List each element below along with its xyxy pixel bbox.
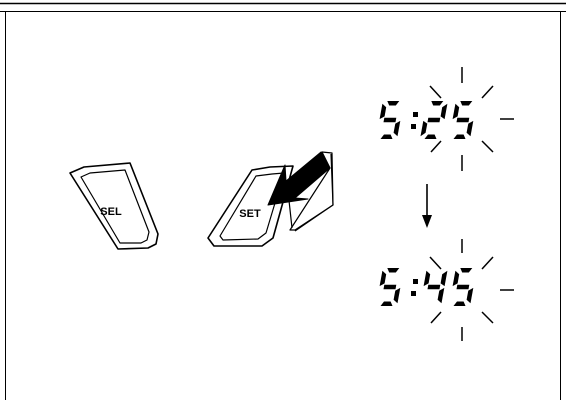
- clock-digits-before: [379, 101, 474, 139]
- after-minute-ones-digit: [452, 268, 474, 306]
- after-hour-digit: [379, 268, 401, 306]
- colon-before: [411, 112, 418, 129]
- set-button[interactable]: SET: [207, 165, 294, 247]
- clock-display-after: [379, 239, 514, 341]
- before-hour-digit: [379, 101, 401, 139]
- press-arrow-icon: [267, 151, 334, 232]
- blink-rays-after-icon: [429, 239, 514, 341]
- before-minute-tens-digit: [420, 101, 448, 139]
- clock-digits-after: [379, 268, 474, 306]
- colon-after: [411, 279, 418, 296]
- set-button-label: SET: [239, 208, 261, 220]
- sel-button[interactable]: SEL: [69, 162, 159, 250]
- blink-rays-before-icon: [429, 67, 514, 171]
- clock-display-before: [379, 67, 514, 171]
- before-minute-ones-digit: [452, 101, 474, 139]
- down-arrow-icon: [422, 184, 432, 228]
- sel-button-label: SEL: [100, 206, 122, 218]
- after-minute-tens-digit: [423, 270, 448, 304]
